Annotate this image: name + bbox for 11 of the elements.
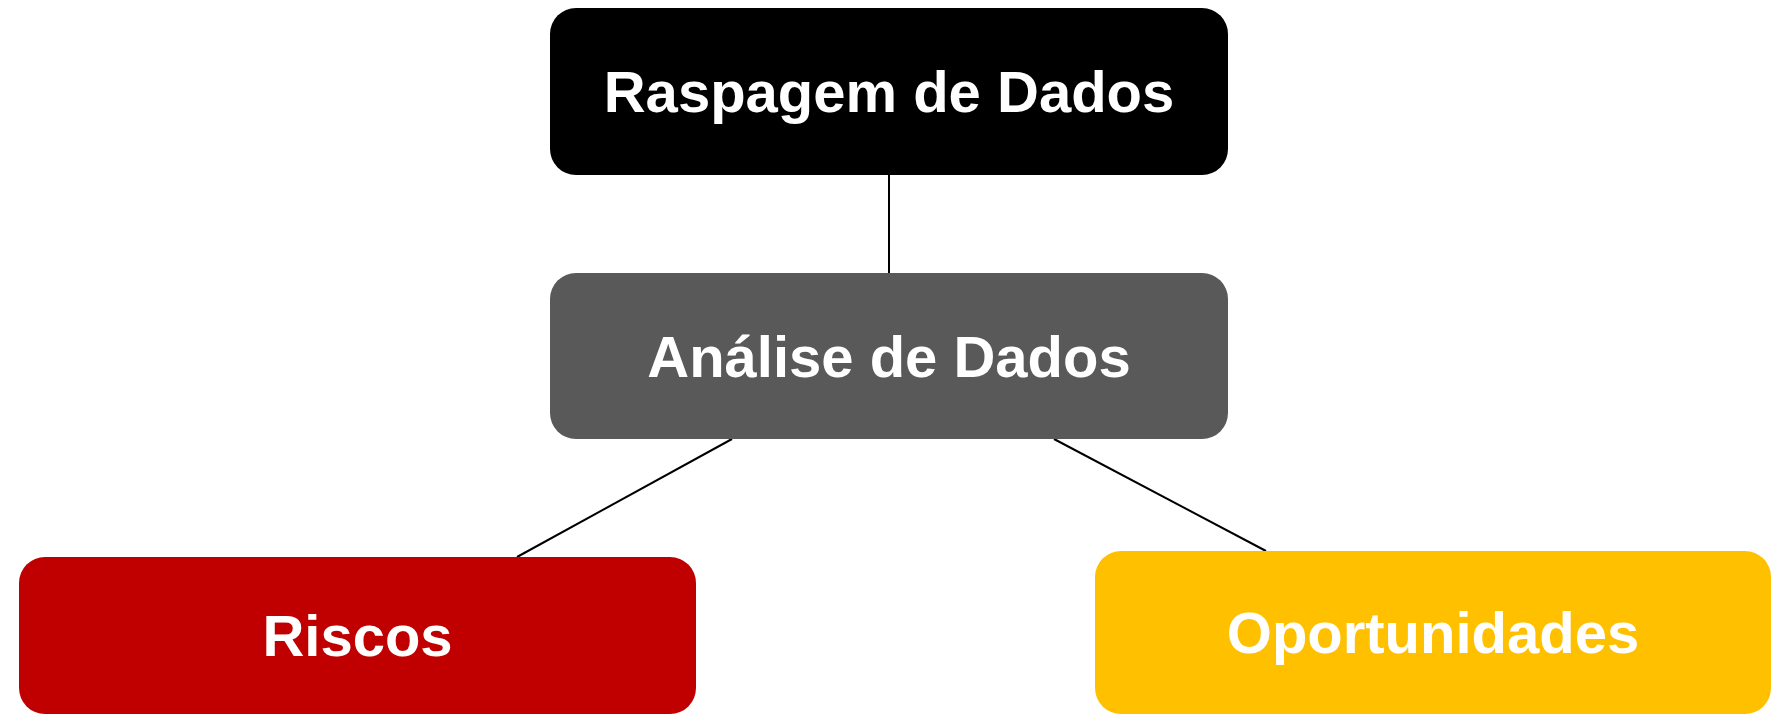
node-label: Riscos [262, 602, 453, 669]
connector-line [516, 438, 733, 558]
process-box [550, 273, 1228, 439]
process-box [550, 8, 1228, 175]
node-label: Análise de Dados [647, 322, 1131, 390]
node-label: Raspagem de Dados [603, 58, 1175, 125]
node-label: Oportunidades [1226, 599, 1640, 666]
outcome-box [1095, 551, 1771, 714]
connector-line [888, 174, 890, 274]
outcome-box [19, 557, 696, 714]
connector-line [1053, 438, 1267, 552]
